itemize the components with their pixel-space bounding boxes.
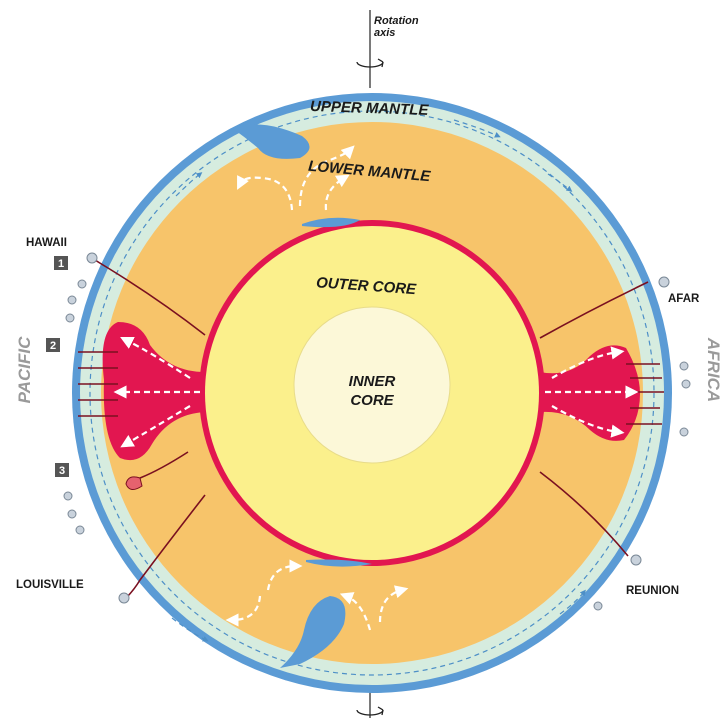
african-superplume	[540, 345, 640, 441]
marker-1-text: 1	[58, 258, 64, 270]
upper-mantle-flow-path	[89, 110, 655, 676]
continent-label-africa: AFRICA	[704, 337, 720, 402]
upper-mantle-label: UPPER MANTLE	[310, 98, 430, 119]
marker-1: 1	[54, 256, 68, 270]
marker-3: 3	[55, 463, 69, 477]
rotation-axis-label-line1: Rotation	[374, 15, 419, 27]
marker-2-text: 2	[50, 340, 56, 352]
rotation-axis-label-line2: axis	[374, 27, 395, 39]
hotspot-label-louisville: LOUISVILLE	[16, 579, 84, 591]
inner-core-label-line1: INNER	[349, 373, 396, 390]
upper-mantle-arrows	[171, 119, 586, 642]
inner-core-label-line2: CORE	[350, 392, 394, 409]
subducted-slab-bottom	[280, 559, 372, 668]
hotspot-label-reunion: REUNION	[626, 585, 679, 597]
hotspot-volcanoes	[63, 252, 691, 611]
rotation-axis	[356, 10, 384, 718]
inner-core-layer	[293, 306, 451, 464]
subducted-slab-top	[232, 124, 360, 228]
marker-2: 2	[46, 338, 60, 352]
pacific-superplume	[102, 322, 205, 461]
mantle-convection-arrows	[113, 145, 639, 631]
hotspot-label-afar: AFAR	[668, 293, 700, 305]
plume-conduits	[78, 257, 664, 599]
hotspot-label-hawaii: HAWAII	[26, 237, 67, 249]
marker-3-text: 3	[59, 465, 65, 477]
ocean-label-pacific: PACIFIC	[15, 336, 34, 403]
